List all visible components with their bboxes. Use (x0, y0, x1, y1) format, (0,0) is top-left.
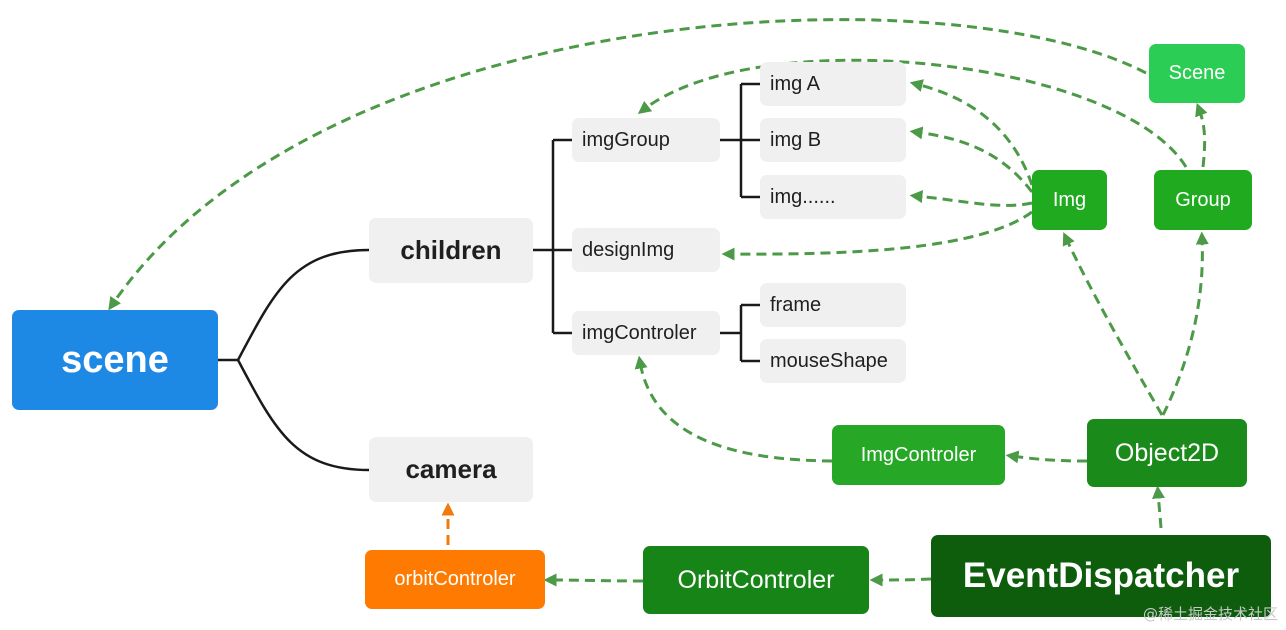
arrow-img-to-imgb (909, 126, 1034, 193)
img-more-node-label: img...... (770, 185, 836, 208)
designimg-node: designImg (572, 228, 720, 272)
img-more-node: img...... (760, 175, 906, 219)
frame-node: frame (760, 283, 906, 327)
designimg-node-label: designImg (582, 238, 675, 261)
group-class-node-label: Group (1175, 188, 1231, 211)
frame-node-label: frame (770, 293, 822, 316)
mouseshape-node-label: mouseShape (770, 349, 888, 372)
tree-line-imggroup (720, 82, 760, 199)
img-class-node-label: Img (1052, 188, 1087, 211)
arrow-group-to-scene (1195, 102, 1208, 168)
arrow-img-to-imgmore (909, 190, 1033, 207)
orbitcontroler-class-node: OrbitControler (643, 546, 869, 614)
scene-class-node-label: Scene (1168, 62, 1226, 84)
arrow-img-to-imga (909, 79, 1034, 186)
arrow-eventdispatcher-to-object2d (1152, 485, 1165, 529)
camera-node-label: camera (405, 454, 497, 484)
children-node-label: children (400, 235, 502, 265)
mouseshape-node: mouseShape (760, 339, 906, 383)
arrow-object2d-to-img (1062, 232, 1164, 416)
children-node: children (369, 218, 533, 283)
eventdispatcher-class-node-label: EventDispatcher (962, 556, 1240, 595)
img-a-node-label: img A (770, 72, 821, 95)
imggroup-node: imgGroup (572, 118, 720, 162)
watermark: @稀土掘金技术社区 (1142, 605, 1278, 623)
img-class-node: Img (1032, 170, 1107, 230)
arrow-object2d-to-imgcontroler-class (1005, 450, 1088, 464)
tree-line-scene (218, 248, 370, 472)
object2d-class-node: Object2D (1087, 419, 1247, 487)
arrow-group-to-imggroup (637, 58, 1188, 168)
imgcontroler-node: imgControler (572, 311, 720, 355)
tree-line-children (533, 138, 572, 335)
orbitcontroler-class-node-label: OrbitControler (677, 565, 835, 594)
object2d-class-node-label: Object2D (1114, 438, 1220, 467)
arrow-scene-to-scene-node (108, 18, 1147, 311)
imgcontroler-class-node-label: ImgControler (860, 443, 977, 466)
arrow-img-to-designimg (721, 210, 1033, 261)
img-a-node: img A (760, 62, 906, 106)
imgcontroler-class-node: ImgControler (832, 425, 1005, 485)
scene-node: scene (12, 310, 218, 410)
eventdispatcher-class-node: EventDispatcher (931, 535, 1271, 617)
orbitcontroler-node: orbitControler (365, 550, 545, 609)
arrow-imgcontroler-class-to-imgcontroler (634, 355, 833, 463)
imggroup-node-label: imgGroup (582, 128, 670, 151)
camera-node: camera (369, 437, 533, 502)
img-b-node-label: img B (770, 128, 822, 151)
orbitcontroler-node-label: orbitControler (394, 568, 516, 590)
arrow-object2d-to-group (1161, 231, 1209, 416)
scene-class-node: Scene (1149, 44, 1245, 103)
img-b-node: img B (760, 118, 906, 162)
imgcontroler-node-label: imgControler (582, 321, 697, 344)
arrow-eventdispatcher-to-orbitcontroler-class (869, 573, 932, 587)
tree-line-imgcontroler (720, 303, 760, 363)
arrow-orbitcontroler-class-to-orbitcontroler (543, 573, 644, 587)
tree-lines (218, 82, 760, 472)
group-class-node: Group (1154, 170, 1252, 230)
scene-node-label: scene (61, 338, 169, 381)
